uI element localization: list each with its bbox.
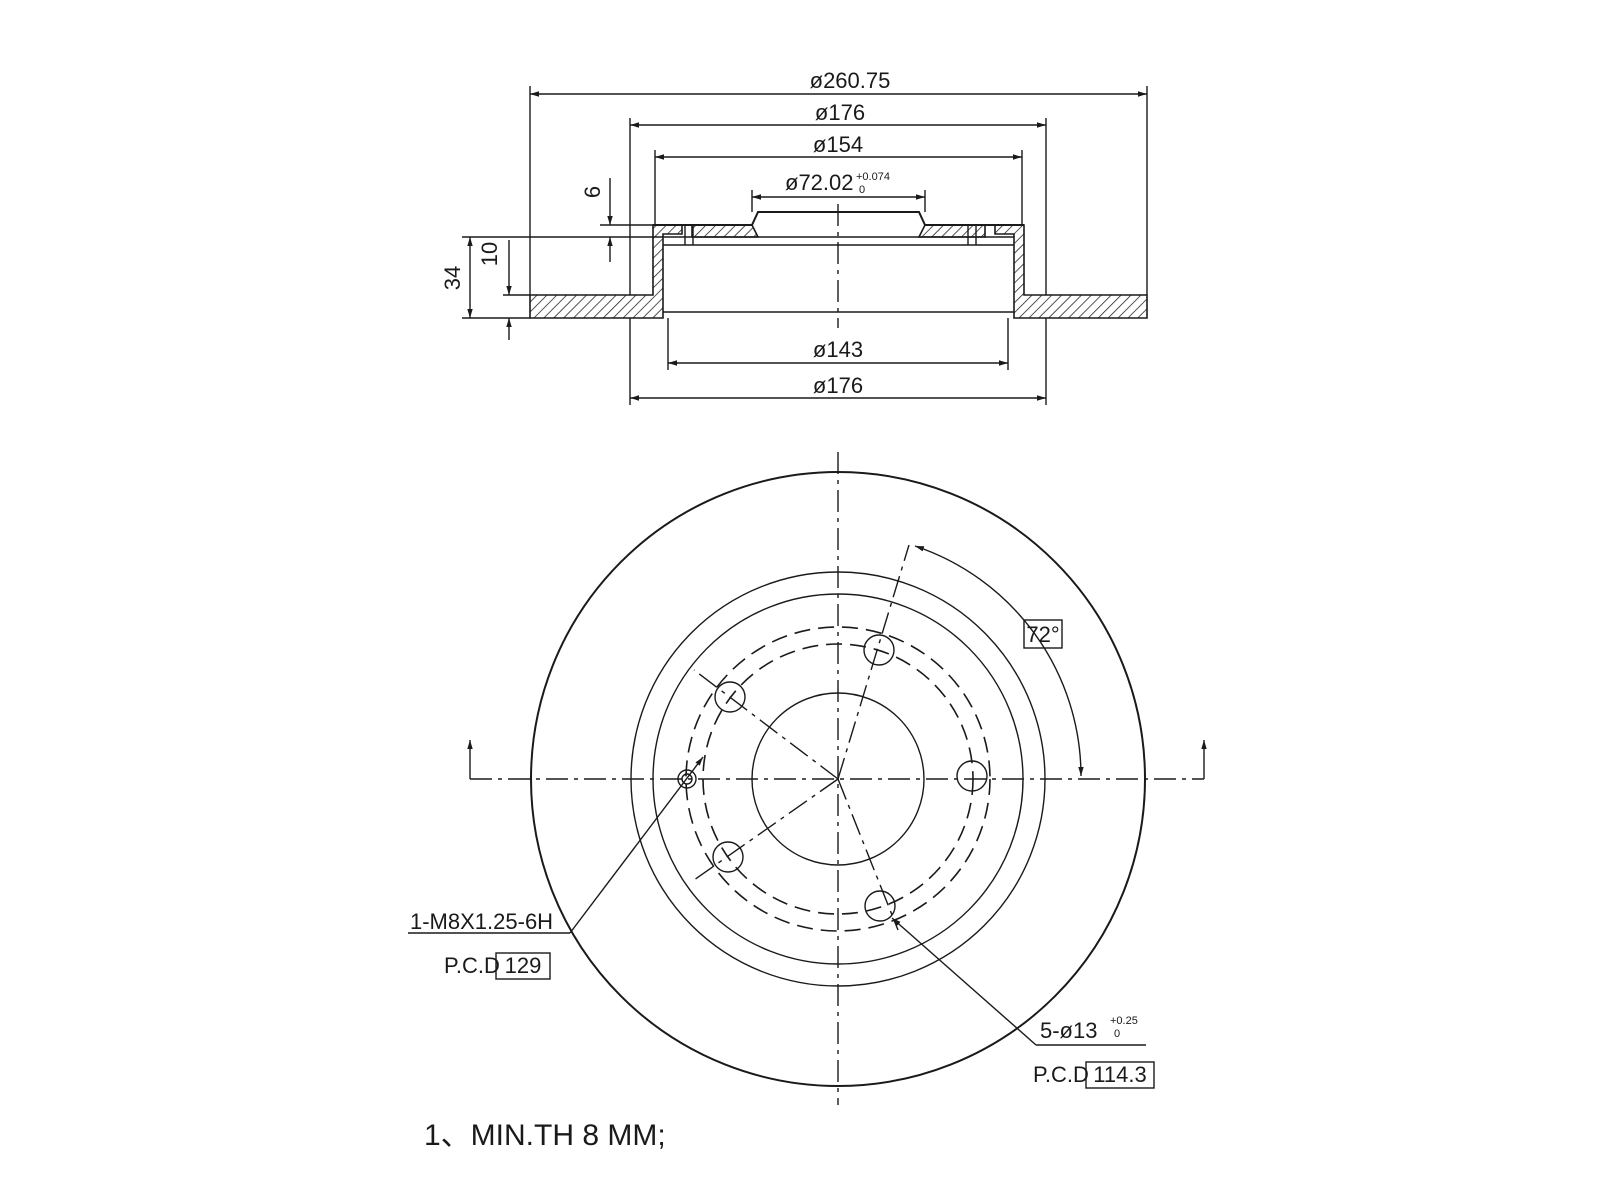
center-bore-label: ø72.02 xyxy=(785,170,854,195)
section-hatch-right xyxy=(994,224,1148,319)
outer-bottom-label: ø176 xyxy=(813,373,863,398)
thread-pcd-value: 129 xyxy=(505,953,542,978)
dim-hat-outer-top: ø176 xyxy=(629,100,1047,295)
dim-total-height: 34 xyxy=(440,236,600,319)
section-hatch-left xyxy=(529,224,683,319)
bolt-hole xyxy=(712,841,744,873)
dim-outer-diameter: ø260.75 xyxy=(529,68,1148,295)
thread-pcd-box xyxy=(495,952,551,980)
hat-outer-top-label: ø176 xyxy=(815,100,865,125)
holes-callout-leader xyxy=(891,917,1146,1046)
hub-hatch-left xyxy=(691,224,760,238)
threaded-hole xyxy=(677,769,697,789)
dim-hat-inner: ø154 xyxy=(654,132,1023,225)
dim-outer-bottom: ø176 xyxy=(629,318,1047,405)
outer-diameter-label: ø260.75 xyxy=(810,68,891,93)
angle-box xyxy=(1023,619,1063,649)
dim-disc-thickness: 10 xyxy=(477,240,530,340)
thread-callout-label: 1-M8X1.25-6H xyxy=(410,909,553,934)
hub-hatch-right xyxy=(917,224,986,238)
center-bore-tol-lower: 0 xyxy=(859,184,865,196)
bolt-holes xyxy=(712,634,988,922)
inner-bottom-label: ø143 xyxy=(813,337,863,362)
center-bore-tol-upper: +0.074 xyxy=(856,171,890,183)
thread-pcd-circle xyxy=(685,626,991,932)
bolt-hole xyxy=(863,634,895,666)
total-height-label: 34 xyxy=(440,266,465,290)
thread-callout-leader xyxy=(408,756,704,934)
threaded-hole-inner xyxy=(681,773,693,785)
section-view: ø260.75 ø176 ø154 ø72.02 +0.074 0 xyxy=(440,68,1148,405)
holes-callout-label: 5-ø13 xyxy=(1040,1018,1097,1043)
hat-inner-label: ø154 xyxy=(813,132,863,157)
holes-pcd-value: 114.3 xyxy=(1093,1062,1146,1087)
angle-arc xyxy=(914,545,1084,777)
dim-center-bore: ø72.02 +0.074 0 xyxy=(751,170,926,212)
thread-pcd-label: P.C.D xyxy=(444,953,500,978)
hat-top-thickness-label: 6 xyxy=(580,186,605,198)
dim-inner-bottom: ø143 xyxy=(667,318,1009,370)
angle-label: 72° xyxy=(1026,622,1059,647)
holes-tol-lower: 0 xyxy=(1114,1028,1120,1040)
bolt-hole xyxy=(864,890,896,922)
dim-hat-top-thickness: 6 xyxy=(580,178,663,262)
holes-pcd-label: P.C.D xyxy=(1033,1062,1089,1087)
min-thickness-note: 1、MIN.TH 8 MM; xyxy=(424,1119,666,1152)
holes-pcd-box xyxy=(1085,1061,1155,1089)
disc-thickness-label: 10 xyxy=(477,242,502,266)
holes-tol-upper: +0.25 xyxy=(1110,1015,1138,1027)
plan-view: 72° 1-M8X1.25-6H P.C.D 129 5-ø13 +0.25 0… xyxy=(408,452,1207,1105)
hole-axis-lines xyxy=(693,544,910,931)
bolt-hole xyxy=(714,681,746,713)
